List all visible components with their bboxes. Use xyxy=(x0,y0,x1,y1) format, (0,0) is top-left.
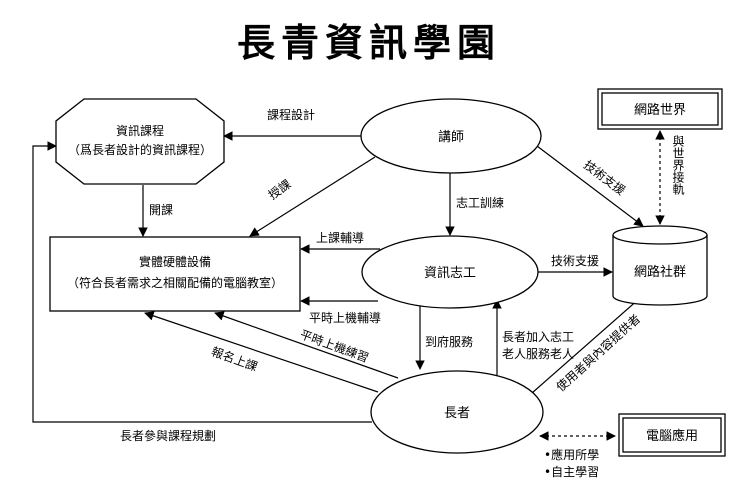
label-registration: 報名上課 xyxy=(209,344,259,375)
label-elders-join-line1: 長者加入志工 xyxy=(502,330,574,344)
node-volunteer: 資訊志工 xyxy=(361,235,539,309)
label-volunteer-training: 志工訓練 xyxy=(456,195,504,210)
node-elders: 長者 xyxy=(370,370,544,454)
edge-tech-support-diag xyxy=(536,145,644,227)
world-box-inner xyxy=(601,92,719,126)
edge-teaching xyxy=(249,156,376,237)
label-daily-tutoring: 平時上機輔導 xyxy=(309,310,381,325)
edge-registration xyxy=(144,311,379,393)
classroom-box xyxy=(49,236,301,312)
lecturer-label: 講師 xyxy=(438,129,464,145)
label-teaching: 授課 xyxy=(265,176,293,202)
label-course-design: 課程設計 xyxy=(267,107,315,122)
node-computer-apps: 電腦應用 xyxy=(618,413,726,457)
node-course: 資訊課程 （爲長者設計的資訊課程） xyxy=(55,98,225,185)
elders-label: 長者 xyxy=(444,406,470,421)
edge-daily-practice xyxy=(214,311,399,379)
lecturer-ellipse xyxy=(360,98,542,174)
node-world: 網路世界 xyxy=(597,88,723,130)
course-octagon xyxy=(55,98,225,185)
apps-box-inner xyxy=(622,417,722,453)
node-lecturer: 講師 xyxy=(360,98,542,174)
label-open-course: 開課 xyxy=(149,202,173,217)
node-community: 網路社群 xyxy=(612,225,708,306)
elders-ellipse xyxy=(370,370,544,454)
label-elders-join-line2: 老人服務老人 xyxy=(502,347,574,361)
course-subtitle: （爲長者設計的資訊課程） xyxy=(68,142,212,157)
community-cylinder xyxy=(612,235,708,306)
apps-label: 電腦應用 xyxy=(646,428,698,444)
edge-users-provide xyxy=(531,290,649,394)
label-home-service: 到府服務 xyxy=(425,334,473,349)
volunteer-label: 資訊志工 xyxy=(424,266,476,281)
community-cylinder-top xyxy=(612,225,708,245)
node-classroom: 實體硬體設備 （符合長者需求之相關配備的電腦教室） xyxy=(49,236,301,312)
label-participate-planning: 長者參與課程規劃 xyxy=(120,428,216,443)
apps-bullet-1: •應用所學 xyxy=(544,447,599,462)
label-daily-practice: 平時上機練習 xyxy=(298,326,371,365)
volunteer-ellipse xyxy=(361,235,539,309)
world-label: 網路世界 xyxy=(634,102,686,118)
apps-bullet-2: •自主學習 xyxy=(544,465,599,479)
label-world-link: 與世界接軌 xyxy=(671,135,685,196)
label-class-tutoring: 上課輔導 xyxy=(316,230,364,245)
label-tech-support-diag: 技術支援 xyxy=(581,158,628,198)
classroom-title: 實體硬體設備 xyxy=(139,254,211,269)
diagram-title: 長青資訊學園 xyxy=(237,20,501,65)
course-title: 資訊課程 xyxy=(116,123,164,138)
label-tech-support: 技術支援 xyxy=(551,254,599,268)
community-label: 網路社群 xyxy=(634,264,686,280)
classroom-subtitle: （符合長者需求之相關配備的電腦教室） xyxy=(67,275,283,290)
edge-participate-planning xyxy=(32,141,372,423)
